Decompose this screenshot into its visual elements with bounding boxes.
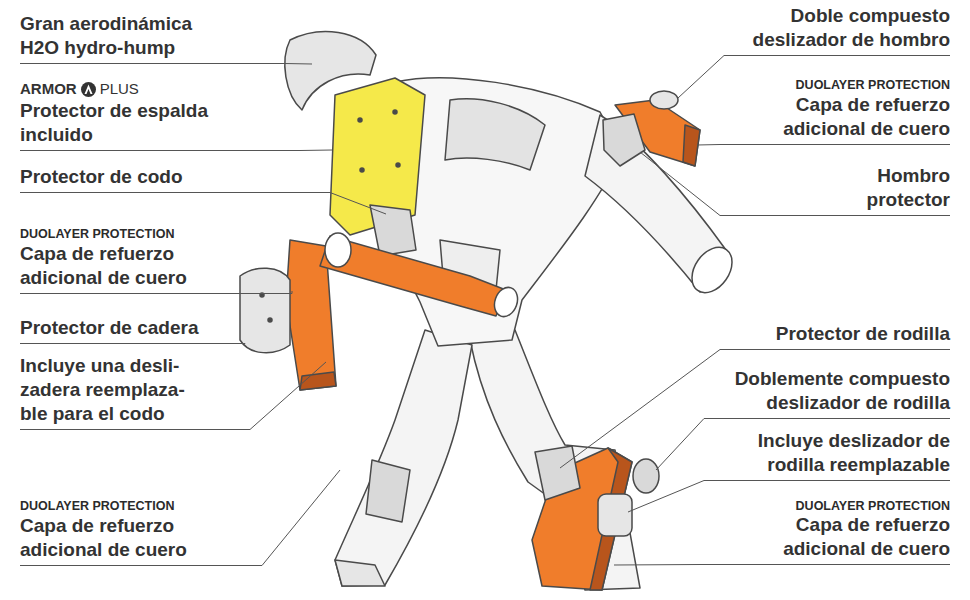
brand-tag: DUOLAYER PROTECTION: [796, 499, 950, 513]
brand-tag: DUOLAYER PROTECTION: [20, 227, 174, 241]
callout-label: Incluye deslizador de rodilla reemplazab…: [710, 429, 950, 477]
callout-label: Hombro protector: [830, 164, 950, 212]
leader-line: [678, 56, 950, 99]
callout-label: Doblemente compuesto deslizador de rodil…: [710, 367, 950, 415]
callout-label: Protector de codo: [20, 165, 183, 189]
callout-label: Gran aerodinámica H2O hydro-hump: [20, 12, 235, 60]
leader-line: [614, 564, 950, 566]
leader-line: [20, 150, 332, 152]
callout-label: Capa de refuerzo adicional de cuero: [20, 514, 220, 562]
leader-line: [20, 343, 245, 345]
callout-label: Doble compuesto deslizador de hombro: [730, 4, 950, 52]
callout-label: Incluye una desli- zadera reemplaza- ble…: [20, 354, 200, 426]
leader-line: [20, 63, 312, 65]
callout-label: Capa de refuerzo adicional de cuero: [750, 93, 950, 141]
callout-label: Capa de refuerzo adicional de cuero: [20, 242, 220, 290]
brand-tag: DUOLAYER PROTECTION: [20, 499, 174, 513]
callout-label: Protector de rodilla: [776, 322, 950, 346]
leader-line: [628, 481, 950, 513]
callout-label: Protector de cadera: [20, 316, 198, 340]
brand-logo: ARMOR: [20, 80, 77, 98]
brand-logo: PLUS: [100, 80, 139, 98]
leader-line: [640, 152, 950, 216]
armor-logo-icon: [80, 81, 97, 98]
callout-label: Protector de espalda incluido: [20, 99, 260, 147]
callout-label: Capa de refuerzo adicional de cuero: [750, 513, 950, 561]
leader-line: [697, 144, 950, 146]
leader-line: [20, 470, 340, 566]
leader-line: [20, 291, 292, 294]
brand-tag: DUOLAYER PROTECTION: [796, 78, 950, 92]
leader-line: [20, 193, 386, 215]
